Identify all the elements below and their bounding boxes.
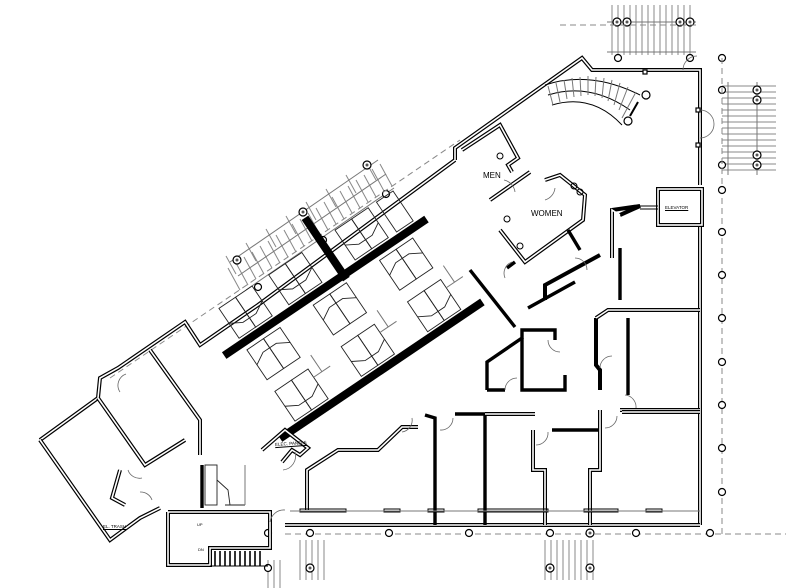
men-restroom-label: MEN bbox=[483, 171, 501, 180]
south-offices bbox=[290, 410, 700, 525]
entry-doors bbox=[269, 55, 715, 523]
ne-offices bbox=[503, 204, 700, 412]
elevator-label: ELEVATOR bbox=[665, 205, 689, 210]
pergola-south bbox=[263, 528, 786, 588]
pergola-north-entry bbox=[607, 5, 727, 63]
roof-line-diagonal bbox=[109, 139, 461, 379]
stair-up-marker: UP bbox=[197, 522, 203, 527]
elevator-shaft bbox=[640, 187, 704, 227]
trash-room-label: EL. TRASH bbox=[103, 524, 127, 529]
curved-staircase bbox=[544, 76, 651, 126]
pergola-east bbox=[717, 82, 776, 175]
open-office-cubicles bbox=[218, 190, 485, 442]
elec-panels-room bbox=[260, 427, 312, 471]
central-storage-rooms bbox=[468, 268, 567, 392]
lower-staircase bbox=[166, 510, 272, 567]
restroom-block bbox=[460, 122, 588, 265]
west-wing-rooms bbox=[96, 348, 246, 508]
east-colonnade bbox=[717, 58, 727, 534]
women-restroom-label: WOMEN bbox=[531, 209, 563, 218]
exterior-walls bbox=[38, 55, 702, 543]
stair-down-marker: DN bbox=[198, 547, 204, 552]
